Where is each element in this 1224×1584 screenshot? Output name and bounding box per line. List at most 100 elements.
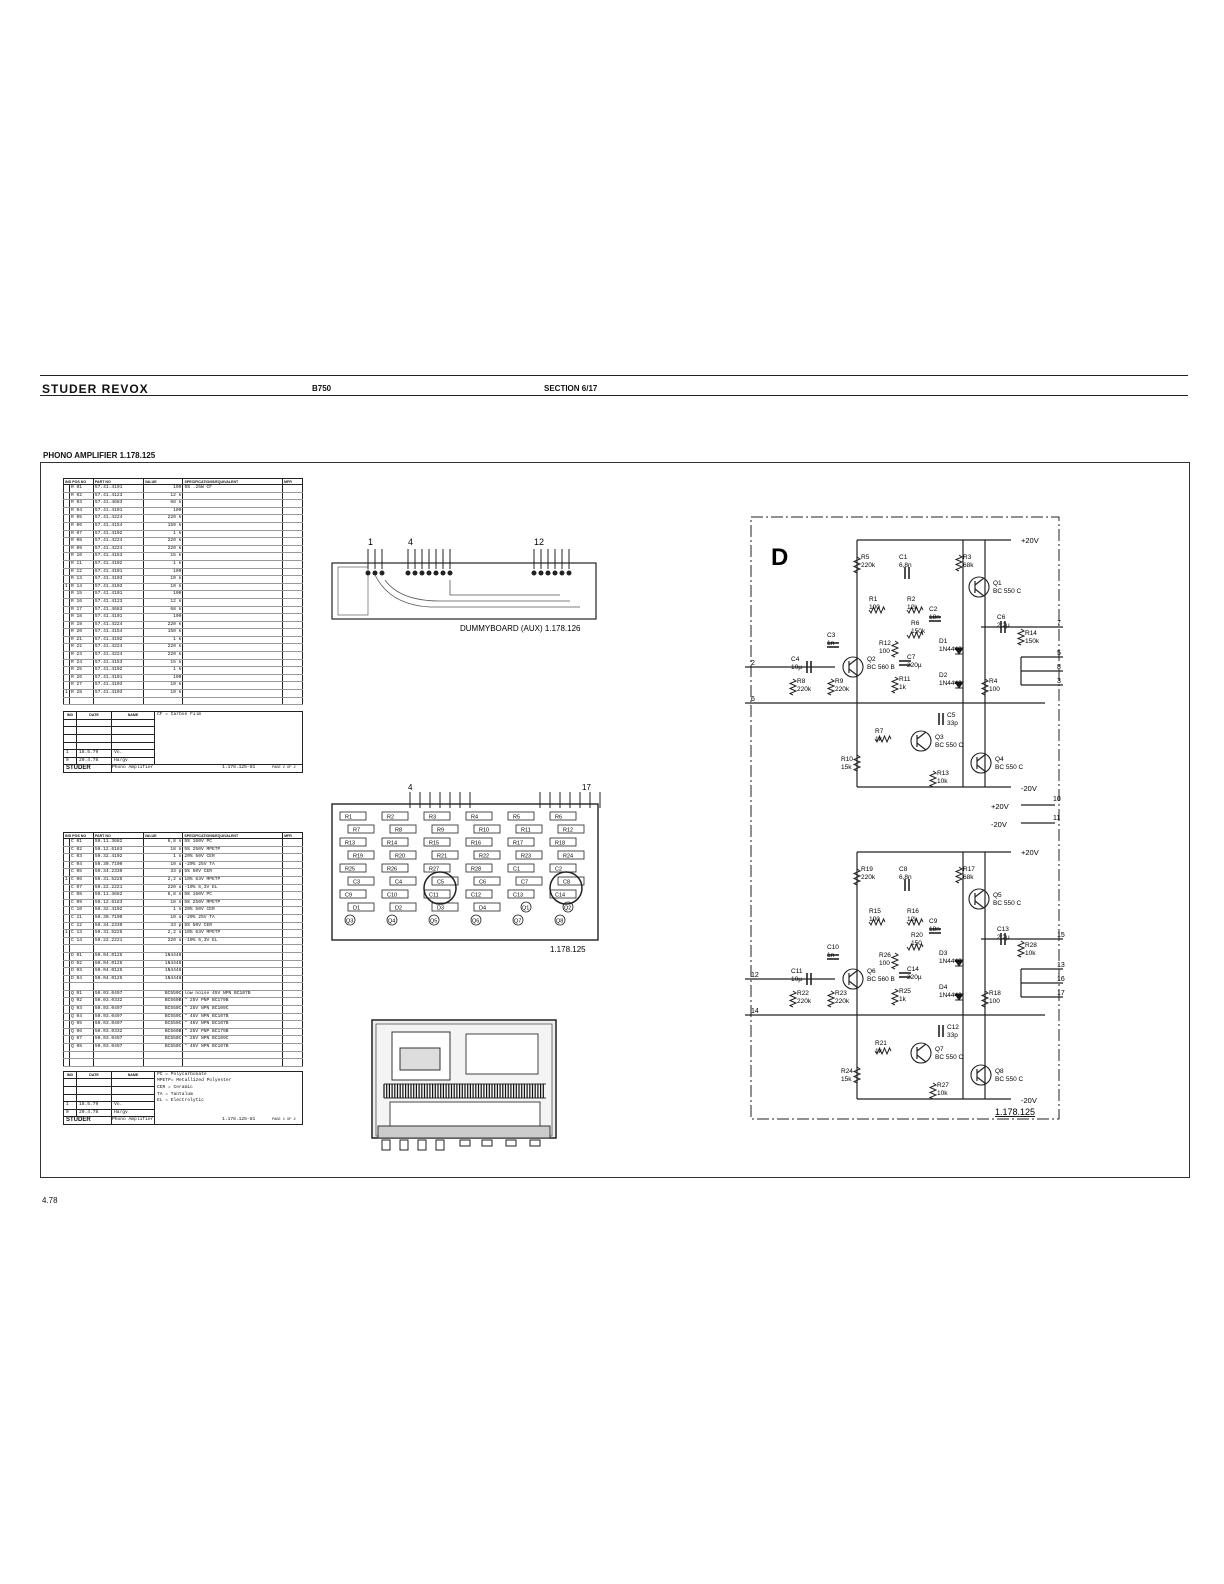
pos-cell: C 09 (68, 899, 94, 908)
pos-cell: R 10 (68, 552, 94, 561)
transistor-emitter (848, 668, 859, 677)
pcb-component-outline (389, 824, 417, 834)
empty-cell (68, 697, 94, 706)
empty-cell (282, 674, 303, 683)
empty-cell (282, 990, 303, 999)
pcb-pin-label: 4 (408, 783, 413, 792)
pcb-component-label: R27 (429, 867, 439, 873)
pcb-component-outline (507, 889, 535, 899)
component-value-label: 100 (989, 686, 1000, 693)
spec-cell (182, 583, 284, 592)
spec-cell (182, 590, 284, 599)
pcb-component-label: R13 (345, 841, 355, 847)
pcb-component-label: D4 (479, 906, 486, 912)
pcb-component-outline (549, 837, 577, 847)
partno-cell: 57.41.4683 (92, 606, 144, 615)
partno-cell: 57.41.4224 (92, 643, 144, 653)
empty-cell (282, 613, 303, 622)
solder-pad (433, 570, 439, 576)
rev-date: 20.4.78 (76, 756, 112, 766)
index-cell (63, 1028, 70, 1037)
pos-cell: R 01 (68, 484, 94, 493)
empty-cell (142, 697, 184, 706)
index-cell (63, 484, 70, 493)
empty-cell (282, 982, 303, 991)
pos-cell: R 21 (68, 636, 94, 645)
component-ref-label: D2 (939, 672, 948, 679)
pcb-component-outline (423, 837, 451, 847)
value-cell: 220 u (142, 937, 184, 946)
pcb-component-outline (473, 824, 501, 834)
pcb-component-outline (515, 850, 543, 860)
resistor-symbol (1016, 628, 1026, 646)
empty-cell (282, 884, 303, 893)
pcb-component-outline (515, 824, 543, 834)
pos-cell: R 13 (68, 575, 94, 584)
component-ref-label: R3 (963, 554, 972, 561)
pcb-component-label: R26 (387, 867, 397, 873)
partno-cell: 57.41.4224 (92, 537, 144, 546)
pcb-component-outline (339, 863, 367, 873)
index-cell (63, 492, 70, 501)
transistor-collector (974, 889, 985, 898)
connector-pin-number: 13 (1057, 962, 1065, 969)
transistor-collector (848, 969, 859, 978)
empty-cell (282, 906, 303, 915)
partno-cell: 59.11.3682 (92, 838, 144, 847)
pos-cell: R 25 (68, 666, 94, 675)
value-cell: BC550C (142, 1043, 184, 1052)
pcb-component-label: R22 (479, 854, 489, 860)
spec-cell (182, 492, 284, 501)
rev-col-ind: IND (63, 711, 77, 720)
empty-cell (282, 997, 303, 1007)
index-cell (63, 868, 70, 877)
footer-title: Phono Amplifier (112, 765, 154, 771)
pos-cell: C 02 (68, 846, 94, 855)
brand-logo: STUDER REVOX (42, 382, 149, 396)
empty-cell (282, 659, 303, 668)
pos-cell: R 19 (68, 621, 94, 630)
component-value-label: 100 (879, 960, 890, 967)
spec-cell: 5% .25W CF (182, 484, 284, 493)
pos-cell: Q 03 (68, 1005, 94, 1014)
component-ref-label: C11 (791, 968, 803, 975)
dummy-pin-label: 1 (368, 537, 373, 547)
index-cell (63, 1035, 70, 1045)
value-cell (142, 944, 184, 953)
section-number: SECTION 6/17 (544, 384, 598, 393)
pcb-component-label: Q1 (522, 906, 529, 912)
pcb-component-label: C7 (521, 880, 528, 886)
component-ref-label: Q3 (935, 734, 944, 741)
empty-cell (182, 697, 284, 706)
capacitor-symbol (929, 928, 941, 934)
value-cell: BC550C (142, 1013, 184, 1022)
component-ref-label: D3 (939, 950, 948, 957)
empty-cell (282, 598, 303, 607)
value-cell: 18 n (142, 846, 184, 855)
partno-cell: 57.41.4123 (92, 598, 144, 607)
value-cell: 100 (142, 590, 184, 599)
pcb-component-outline (431, 824, 459, 834)
component-value-label: 1N4448 (939, 992, 962, 999)
transistor-emitter (974, 588, 985, 597)
component-ref-label: C3 (827, 632, 836, 639)
component-value-label: 1N4448 (939, 646, 962, 653)
index-cell (63, 628, 70, 637)
empty-cell (282, 681, 303, 691)
pcb-component-outline (470, 914, 482, 926)
dummy-pin-label: 12 (534, 537, 544, 547)
index-cell (63, 1020, 70, 1029)
component-value-label: 220k (797, 998, 812, 1005)
component-ref-label: D1 (939, 638, 948, 645)
partno-cell: 57.41.4101 (92, 674, 144, 683)
component-value-label: 100 (869, 916, 880, 923)
index-cell (63, 906, 70, 915)
component-value-label: 1k (899, 996, 907, 1003)
index-cell (63, 922, 70, 931)
